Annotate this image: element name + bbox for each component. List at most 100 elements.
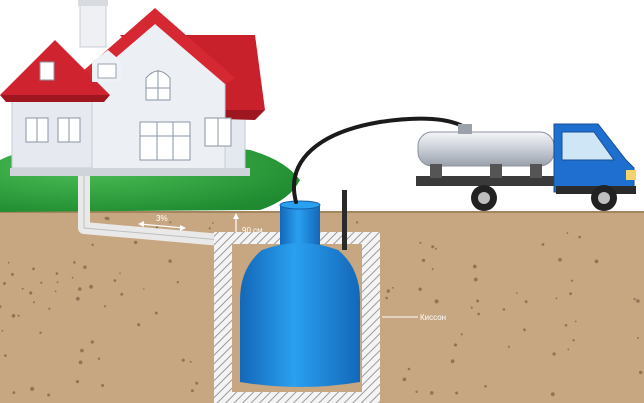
soil-dot: [502, 308, 506, 311]
slope-label: 3%: [156, 214, 168, 223]
soil-dot: [578, 235, 581, 239]
soil-dot: [0, 305, 2, 309]
soil-dot: [636, 336, 639, 339]
soil-dot: [385, 296, 389, 300]
septic-tank-icon: [240, 200, 360, 387]
soil-dot: [105, 216, 110, 221]
soil-dot: [472, 264, 477, 269]
soil-dot: [418, 287, 422, 291]
soil-dot: [639, 370, 643, 375]
soil-dot: [47, 393, 51, 397]
soil-dot: [155, 226, 159, 229]
soil-dot: [430, 391, 434, 395]
soil-dot: [415, 390, 418, 393]
soil-dot: [75, 380, 80, 384]
soil-dot: [402, 377, 407, 382]
soil-dot: [176, 281, 179, 284]
soil-dot: [104, 305, 107, 308]
soil-dot: [83, 265, 87, 269]
soil-dot: [10, 272, 14, 276]
soil-dot: [90, 340, 94, 344]
house-icon: [0, 0, 265, 176]
soil-dot: [574, 320, 577, 323]
soil-dot: [56, 281, 59, 284]
soil-dot: [633, 298, 636, 301]
soil-dot: [154, 311, 158, 315]
soil-dot: [636, 299, 640, 303]
soil-dot: [12, 391, 16, 394]
soil-dot: [169, 221, 172, 224]
soil-dot: [91, 243, 94, 246]
soil-dot: [119, 272, 121, 275]
caisson-callout: Киссон: [382, 313, 446, 322]
slope-annotation: 3%: [138, 214, 186, 231]
soil-dot: [39, 331, 42, 334]
soil-dot: [181, 358, 185, 362]
caisson-label: Киссон: [420, 313, 446, 322]
depth-label: 90 см: [242, 226, 263, 235]
soil-dot: [450, 359, 455, 364]
soil-dot: [594, 259, 599, 264]
soil-dot: [552, 352, 556, 356]
soil-dot: [168, 259, 172, 263]
soil-dot: [137, 323, 141, 327]
soil-dot: [484, 385, 487, 388]
soil-dot: [541, 243, 545, 246]
soil-dot: [75, 296, 80, 301]
soil-dot: [419, 241, 422, 244]
soil-dot: [11, 314, 16, 318]
soil-dot: [7, 261, 10, 264]
soil-dot: [523, 328, 526, 332]
soil-dot: [524, 300, 528, 304]
soil-dot: [195, 381, 199, 385]
soil-dot: [455, 391, 459, 395]
soil-dot: [431, 245, 435, 249]
soil-dot: [555, 297, 558, 300]
soil-dot: [566, 232, 569, 235]
soil-dot: [55, 272, 59, 275]
soil-dot: [550, 392, 555, 397]
soil-dot: [40, 281, 43, 284]
soil-dot: [453, 343, 457, 347]
soil-dot: [516, 292, 518, 294]
soil-dot: [407, 367, 411, 371]
soil-dot: [564, 324, 568, 327]
soil-dot: [120, 292, 124, 296]
soil-dot: [97, 357, 101, 360]
soil-dot: [133, 240, 138, 245]
soil-dot: [80, 348, 84, 353]
soil-dot: [355, 221, 359, 224]
soil-dot: [113, 279, 117, 282]
soil-dot: [29, 291, 33, 295]
soil-dot: [507, 345, 510, 348]
soil-dot: [78, 360, 83, 365]
soil-dot: [434, 247, 437, 250]
hose-icon: [292, 116, 468, 204]
soil-dot: [32, 301, 35, 304]
soil-dot: [392, 287, 394, 289]
soil-dot: [386, 289, 390, 293]
soil-dot: [569, 292, 572, 296]
soil-dot: [3, 282, 6, 285]
soil-dot: [470, 306, 473, 309]
soil-dot: [567, 348, 570, 351]
soil-dot: [421, 258, 426, 263]
soil-dot: [32, 267, 35, 271]
soil-dot: [71, 276, 74, 279]
soil-dot: [17, 314, 20, 317]
soil-dot: [101, 384, 105, 387]
soil-dot: [476, 299, 480, 303]
soil-dot: [78, 287, 82, 291]
soil-texture: [0, 216, 643, 397]
soil-dot: [143, 288, 145, 290]
vacuum-truck-icon: [416, 123, 636, 211]
soil-dot: [30, 386, 35, 391]
soil-dot: [208, 227, 211, 230]
soil-dot: [558, 258, 562, 262]
soil-dot: [4, 354, 7, 357]
soil-dot: [1, 329, 4, 332]
soil-dot: [54, 290, 57, 293]
vent-pipe: [342, 190, 347, 250]
soil-dot: [572, 339, 575, 342]
